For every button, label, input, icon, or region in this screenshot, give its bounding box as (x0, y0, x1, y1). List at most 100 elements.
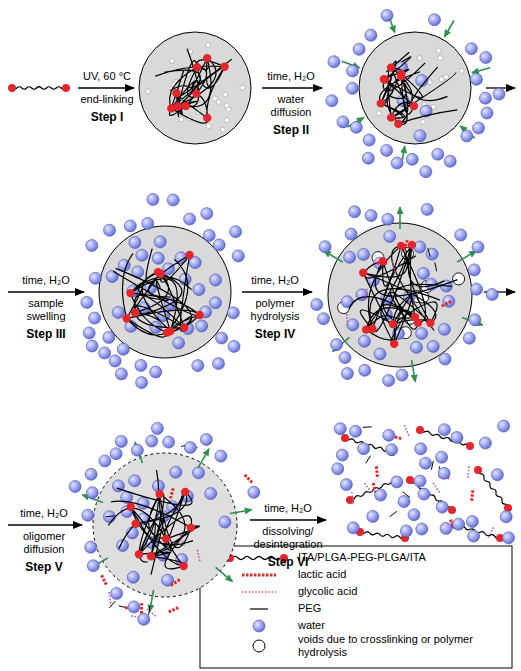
water-molecule (213, 239, 225, 251)
crosslink-point (135, 550, 143, 558)
void (459, 68, 464, 73)
arrow-label: sample swelling (15, 297, 77, 323)
crosslink-point (132, 520, 140, 528)
hydrogel-particle (93, 453, 237, 597)
crosslink-point (381, 75, 389, 83)
water-molecule (109, 355, 121, 367)
glycolic-acid (352, 492, 353, 504)
legend-void-sample (253, 640, 265, 652)
void (223, 92, 228, 97)
water-molecule (414, 130, 426, 142)
water-molecule (311, 299, 323, 311)
water-molecule (455, 229, 467, 241)
water-molecule (115, 435, 127, 447)
legend-box (200, 546, 512, 668)
water-molecule (163, 436, 175, 448)
legend-text: voids due to crosslinking or polymer hyd… (298, 633, 498, 659)
water-molecule (438, 323, 450, 335)
ita-end-group (406, 476, 414, 484)
water-molecule (347, 522, 359, 534)
process-arrow (250, 519, 326, 520)
diffusion-arrow (216, 567, 233, 581)
water-molecule (85, 541, 97, 553)
void (376, 111, 381, 116)
legend-text: PEG (298, 602, 498, 615)
process-arrow (8, 524, 82, 525)
water-molecule (374, 348, 386, 360)
water-molecule (152, 252, 164, 264)
crosslink-point (127, 503, 135, 511)
glycolic-acid (433, 483, 440, 493)
water-molecule (110, 448, 122, 460)
water-molecule (358, 335, 370, 347)
glycolic-acid (488, 527, 493, 538)
crosslink-point (156, 270, 164, 278)
water-molecule (227, 307, 239, 319)
crosslink-point (172, 89, 180, 97)
void (438, 55, 443, 60)
ita-end-group (62, 84, 70, 92)
water-molecule (436, 451, 448, 463)
ita-end-group (416, 426, 424, 434)
crosslink-point (394, 120, 402, 128)
crosslink-point (180, 324, 188, 332)
void (453, 273, 465, 285)
water-molecule (493, 88, 505, 100)
water-molecule (138, 613, 150, 625)
void (206, 43, 211, 48)
legend-water-sample (253, 620, 265, 632)
lactic-acid (440, 301, 451, 307)
legend-text: glycolic acid (298, 585, 498, 598)
crosslink-point (368, 325, 376, 333)
water-molecule (491, 469, 503, 481)
water-molecule (87, 560, 99, 572)
void (421, 119, 426, 124)
crosslink-point (387, 63, 395, 71)
water-molecule (429, 14, 441, 26)
peg-fragment (366, 456, 371, 464)
water-molecule (334, 423, 346, 435)
polymer-network (113, 249, 199, 337)
hydrogel-particle (99, 226, 231, 358)
void (206, 124, 211, 129)
water-molecule (346, 82, 358, 94)
crosslink-point (426, 319, 434, 327)
water-molecule (398, 496, 410, 508)
water-molecule (353, 43, 365, 55)
void (179, 117, 184, 122)
water-molecule (192, 360, 204, 372)
water-molecule (438, 424, 450, 436)
water-molecule (420, 457, 432, 469)
water-molecule (193, 284, 205, 296)
crosslink-point (131, 308, 139, 316)
water-molecule (347, 319, 359, 331)
polymer-network (379, 52, 457, 124)
water-molecule (503, 532, 515, 544)
water-molecule (228, 340, 240, 352)
lactic-acid (170, 488, 173, 500)
diffusion-arrow (230, 510, 252, 514)
water-molecule (417, 267, 429, 279)
water-molecule (498, 420, 510, 432)
water-molecule (416, 523, 428, 535)
water-molecule (381, 9, 393, 21)
water-molecule (147, 193, 159, 205)
water-molecule (472, 241, 484, 253)
crosslink-point (387, 113, 395, 121)
water-molecule (336, 449, 348, 461)
crosslink-point (389, 320, 397, 328)
process-arrow (78, 87, 134, 88)
water-molecule (350, 121, 362, 133)
diffusion-arrow (198, 449, 209, 468)
void (436, 48, 441, 53)
water-molecule (382, 213, 394, 225)
water-molecule (444, 155, 456, 167)
water-molecule (99, 455, 111, 467)
water-molecule (440, 522, 452, 534)
legend-peg-sample (250, 608, 268, 609)
peg-fragment (428, 248, 430, 257)
void (240, 85, 245, 90)
water-molecule (129, 475, 141, 487)
water-molecule (326, 95, 338, 107)
